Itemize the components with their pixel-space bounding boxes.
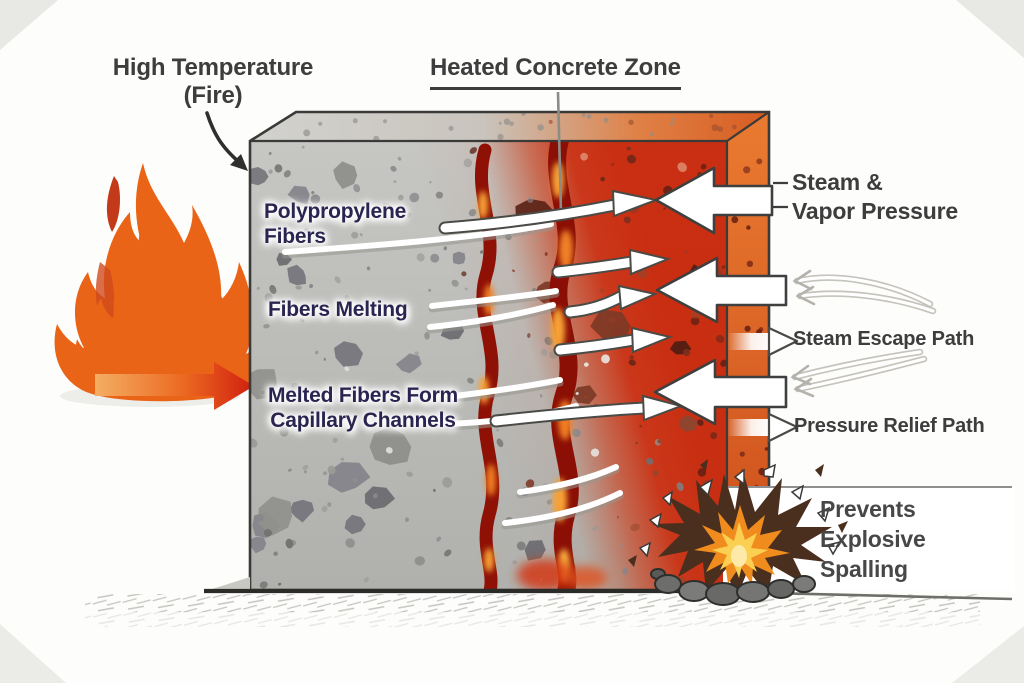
- melted-fibers-line2: Capillary Channels: [270, 408, 456, 432]
- vapor-pressure-arrow-icon: [653, 166, 788, 426]
- side-escape-arrows: [727, 326, 799, 443]
- high-temperature-label: High Temperature (Fire): [88, 54, 338, 111]
- swoosh-arrows: [790, 269, 937, 398]
- polypropylene-fibers-label: Polypropylene Fibers: [264, 200, 406, 250]
- steam-vapor-pressure-label: Steam & Vapor Pressure: [792, 168, 958, 225]
- prevents-spalling-label: Prevents Explosive Spalling: [820, 495, 926, 585]
- fire-pointer-arrow: [205, 111, 248, 171]
- fibers-melting-label: Fibers Melting: [268, 298, 408, 321]
- heat-arrow-icon: [95, 362, 254, 410]
- polypropylene-line1: Polypropylene: [264, 200, 407, 223]
- prevents-line2: Explosive: [820, 525, 926, 552]
- top-face-speckles: [303, 111, 737, 140]
- melted-fibers-line1: Melted Fibers Form: [267, 384, 459, 407]
- high-temperature-line2: (Fire): [183, 82, 243, 110]
- steam-escape-path-label: Steam Escape Path: [793, 328, 975, 350]
- prevents-line3: Spalling: [820, 555, 908, 582]
- prevents-line1: Prevents: [820, 496, 916, 522]
- steam-escape-arrow-icon: [438, 189, 685, 428]
- heated-zone-pointer-line: [556, 91, 563, 214]
- heated-concrete-zone-label: Heated Concrete Zone: [430, 54, 681, 91]
- explosion-icon: [628, 459, 848, 606]
- melted-fibers-label: Melted Fibers Form Capillary Channels: [258, 384, 468, 434]
- polypropylene-line2: Fibers: [264, 224, 326, 248]
- ground-texture: [85, 594, 980, 627]
- steam-vapor-line1: Steam &: [792, 169, 883, 195]
- high-temperature-line1: High Temperature: [112, 54, 314, 81]
- pressure-relief-path-label: Pressure Relief Path: [794, 415, 985, 437]
- flame-icon: [54, 163, 271, 407]
- steam-vapor-line2: Vapor Pressure: [792, 197, 958, 224]
- vapor-label-leader-lines: [773, 181, 788, 209]
- fiber-ribbons: [281, 221, 624, 530]
